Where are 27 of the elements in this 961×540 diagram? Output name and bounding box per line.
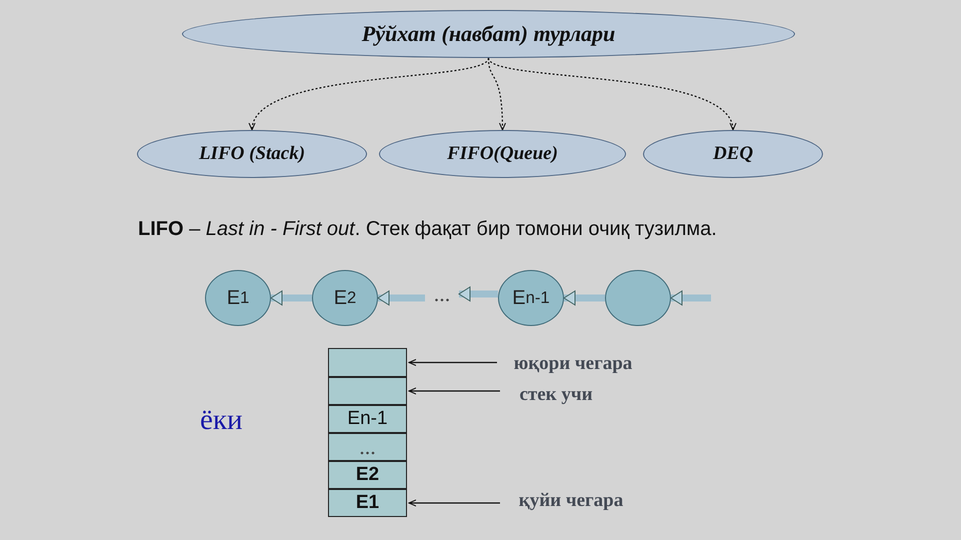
category-ellipse: DEQ xyxy=(643,130,823,178)
pointer-label: стек учи xyxy=(506,382,606,408)
stack-cell: En-1 xyxy=(328,405,407,433)
block-arrow xyxy=(378,290,425,306)
block-arrow xyxy=(670,290,711,306)
pointer-label: қуйи чегара xyxy=(506,488,636,514)
stack-cell: E1 xyxy=(328,489,407,517)
dotted-arrow xyxy=(250,58,489,130)
definition-sentence: LIFO – Last in - First out. Стек фақат бир томони очиқ тузилма. xyxy=(138,218,717,241)
stack-cell xyxy=(328,377,407,405)
dotted-arrow xyxy=(488,58,506,130)
category-ellipse: LIFO (Stack) xyxy=(137,130,367,178)
alternative-word: ёки xyxy=(200,404,242,437)
category-ellipse: FIFO(Queue) xyxy=(379,130,626,178)
leader-arrow xyxy=(408,388,500,394)
ellipsis-text: ... xyxy=(425,282,459,306)
stack-cell: E2 xyxy=(328,461,407,489)
title-ellipse: Рўйхат (навбат) турлари xyxy=(182,10,795,58)
dotted-arrow xyxy=(488,58,734,130)
block-arrow xyxy=(270,290,312,306)
leader-arrow xyxy=(408,359,497,366)
block-arrow xyxy=(564,290,605,306)
stack-cell: ... xyxy=(328,433,407,461)
pointer-label: юқори чегара xyxy=(503,351,643,377)
stack-cell xyxy=(328,348,407,377)
block-arrow xyxy=(458,286,498,302)
leader-arrow xyxy=(408,500,500,506)
